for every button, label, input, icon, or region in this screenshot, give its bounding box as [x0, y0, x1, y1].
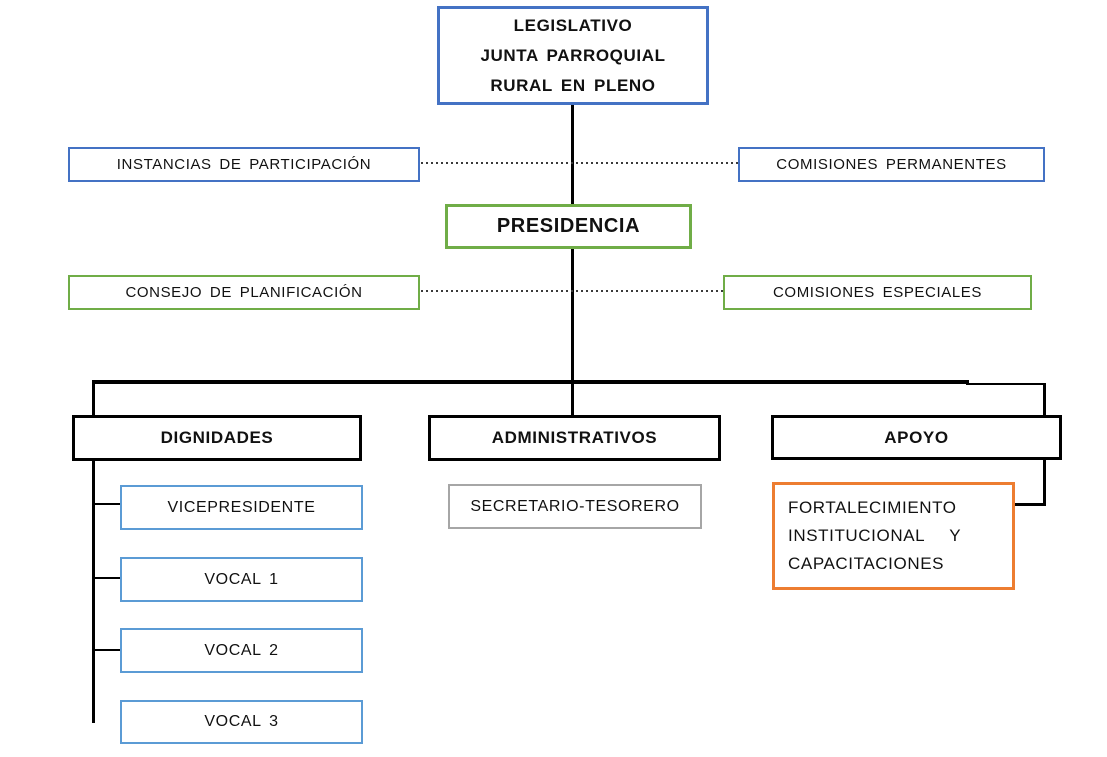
node-comisiones-especiales: COMISIONES ESPECIALES — [723, 275, 1032, 310]
connector-tick-vocal1 — [95, 577, 120, 579]
connector-dotted-consejo-especiales — [421, 290, 724, 292]
node-dignidades: DIGNIDADES — [72, 415, 362, 461]
connector-drop-administrativos — [571, 384, 574, 416]
node-vocal-1: VOCAL 1 — [120, 557, 363, 602]
node-administrativos: ADMINISTRATIVOS — [428, 415, 721, 461]
node-vocal-3: VOCAL 3 — [120, 700, 363, 744]
node-vicepresidente: VICEPRESIDENTE — [120, 485, 363, 530]
node-presidencia: PRESIDENCIA — [445, 204, 692, 249]
connector-horizontal-extension — [966, 383, 1046, 385]
node-instancias-de-participacion: INSTANCIAS DE PARTICIPACIÓN — [68, 147, 420, 182]
connector-drop-dignidades — [92, 380, 95, 416]
connector-fortalecimiento-elbow — [1015, 503, 1046, 506]
node-fortalecimiento-institucional: FORTALECIMIENTO INSTITUCIONAL Y CAPACITA… — [772, 482, 1015, 590]
connector-dotted-instancias-permanentes — [421, 162, 739, 164]
connector-tick-vocal2 — [95, 649, 120, 651]
connector-horizontal-main — [92, 380, 969, 384]
node-vocal-2: VOCAL 2 — [120, 628, 363, 673]
connector-drop-apoyo — [1043, 383, 1046, 416]
connector-tick-vicepresidente — [95, 503, 120, 505]
connector-dignidades-children-spine — [92, 460, 95, 723]
node-consejo-de-planificacion: CONSEJO DE PLANIFICACIÓN — [68, 275, 420, 310]
node-apoyo: APOYO — [771, 415, 1062, 460]
connector-apoyo-down — [1043, 460, 1046, 506]
node-secretario-tesorero: SECRETARIO-TESORERO — [448, 484, 702, 529]
connector-presidencia-trunk — [571, 248, 574, 382]
connector-legislativo-presidencia — [571, 105, 574, 206]
node-legislativo: LEGISLATIVO JUNTA PARROQUIAL RURAL EN PL… — [437, 6, 709, 105]
node-comisiones-permanentes: COMISIONES PERMANENTES — [738, 147, 1045, 182]
